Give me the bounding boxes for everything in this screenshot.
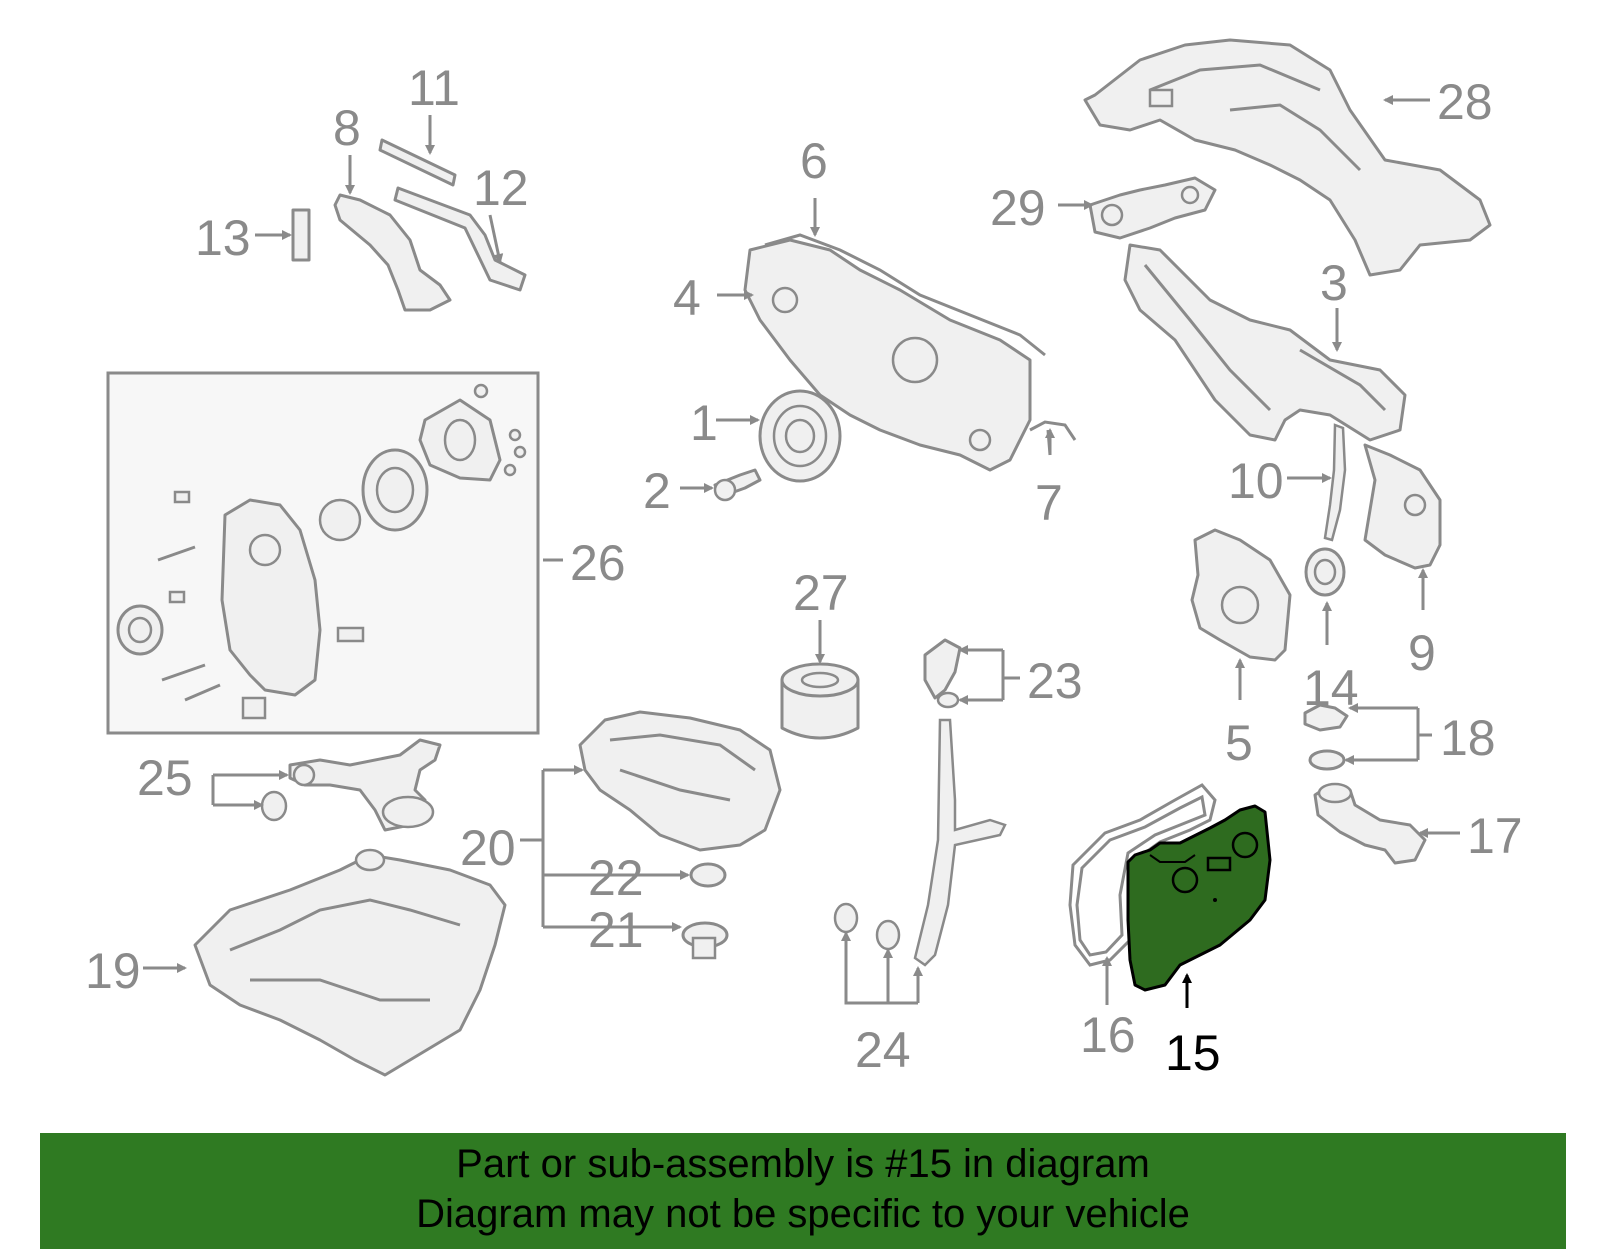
callout-22: 22 xyxy=(588,850,644,906)
part-3-timing-belt[interactable] xyxy=(1123,243,1407,442)
callout-10: 10 xyxy=(1228,453,1284,509)
callout-23: 23 xyxy=(1027,653,1083,709)
callout-17: 17 xyxy=(1467,808,1523,864)
leader-12 xyxy=(488,214,504,264)
part-5-cover[interactable] xyxy=(1190,528,1292,662)
callout-27: 27 xyxy=(793,565,849,621)
callout-2: 2 xyxy=(643,463,671,519)
part-12-seal[interactable] xyxy=(393,186,527,292)
callout-13: 13 xyxy=(195,210,251,266)
part-17-filler-tube[interactable] xyxy=(1313,782,1427,865)
info-banner: Part or sub-assembly is #15 in diagram D… xyxy=(40,1133,1566,1249)
callout-9: 9 xyxy=(1408,625,1436,681)
part-2-bolt[interactable] xyxy=(713,468,762,502)
callout-1: 1 xyxy=(690,395,718,451)
callout-20: 20 xyxy=(460,820,516,876)
part-15-oil-separator-cover[interactable] xyxy=(1126,804,1272,992)
callout-29: 29 xyxy=(990,180,1046,236)
part-22-gasket[interactable] xyxy=(689,862,727,888)
callout-8: 8 xyxy=(333,100,361,156)
callout-6: 6 xyxy=(800,133,828,189)
part-28-intake-manifold[interactable] xyxy=(1083,38,1492,277)
part-20-oil-pan-upper[interactable] xyxy=(578,710,782,852)
callout-28: 28 xyxy=(1437,74,1493,130)
callout-26: 26 xyxy=(570,535,626,591)
part-13-plug[interactable] xyxy=(291,208,311,262)
callout-12: 12 xyxy=(473,160,529,216)
part-23-dipstick[interactable] xyxy=(923,638,962,709)
part-27-oil-filter[interactable] xyxy=(780,662,860,740)
callout-24: 24 xyxy=(855,1022,911,1078)
part-9-cover[interactable] xyxy=(1363,443,1442,570)
part-26-oil-pump-components xyxy=(116,383,527,720)
part-14-oil-seal[interactable] xyxy=(1304,547,1346,597)
part-18-filler-cap[interactable] xyxy=(1303,703,1349,771)
callout-15: 15 xyxy=(1165,1025,1221,1081)
callout-4: 4 xyxy=(673,270,701,326)
callout-21: 21 xyxy=(588,902,644,958)
part-19-oil-pan-lower[interactable] xyxy=(193,848,507,1077)
banner-line-1: Part or sub-assembly is #15 in diagram xyxy=(456,1142,1150,1186)
leader-24-bracket xyxy=(844,940,920,1005)
callout-11: 11 xyxy=(408,60,460,116)
part-21-drain-plug[interactable] xyxy=(681,921,729,960)
part-4-timing-cover[interactable] xyxy=(743,238,1032,472)
part-11-seal-strip[interactable] xyxy=(378,138,457,187)
callout-16: 16 xyxy=(1080,1007,1136,1063)
callout-7: 7 xyxy=(1035,475,1063,531)
callout-5: 5 xyxy=(1225,715,1253,771)
leader-18-bracket xyxy=(1350,706,1432,762)
part-1-pulley[interactable] xyxy=(758,389,842,483)
part-7-bracket[interactable] xyxy=(1029,420,1077,456)
callout-18: 18 xyxy=(1440,710,1496,766)
banner-line-2: Diagram may not be specific to your vehi… xyxy=(416,1192,1190,1236)
part-6-timing-cover-upper[interactable] xyxy=(764,233,1046,357)
part-29-gasket[interactable] xyxy=(1088,176,1217,240)
callout-19: 19 xyxy=(85,943,141,999)
part-8-bracket[interactable] xyxy=(333,193,452,312)
leader-23-bracket xyxy=(960,648,1020,702)
callout-25: 25 xyxy=(137,750,193,806)
part-10-seal[interactable] xyxy=(1323,423,1347,542)
callout-3: 3 xyxy=(1320,255,1348,311)
part-24-dipstick-tube[interactable] xyxy=(833,718,1007,967)
part-25-oil-strainer[interactable] xyxy=(260,738,442,832)
